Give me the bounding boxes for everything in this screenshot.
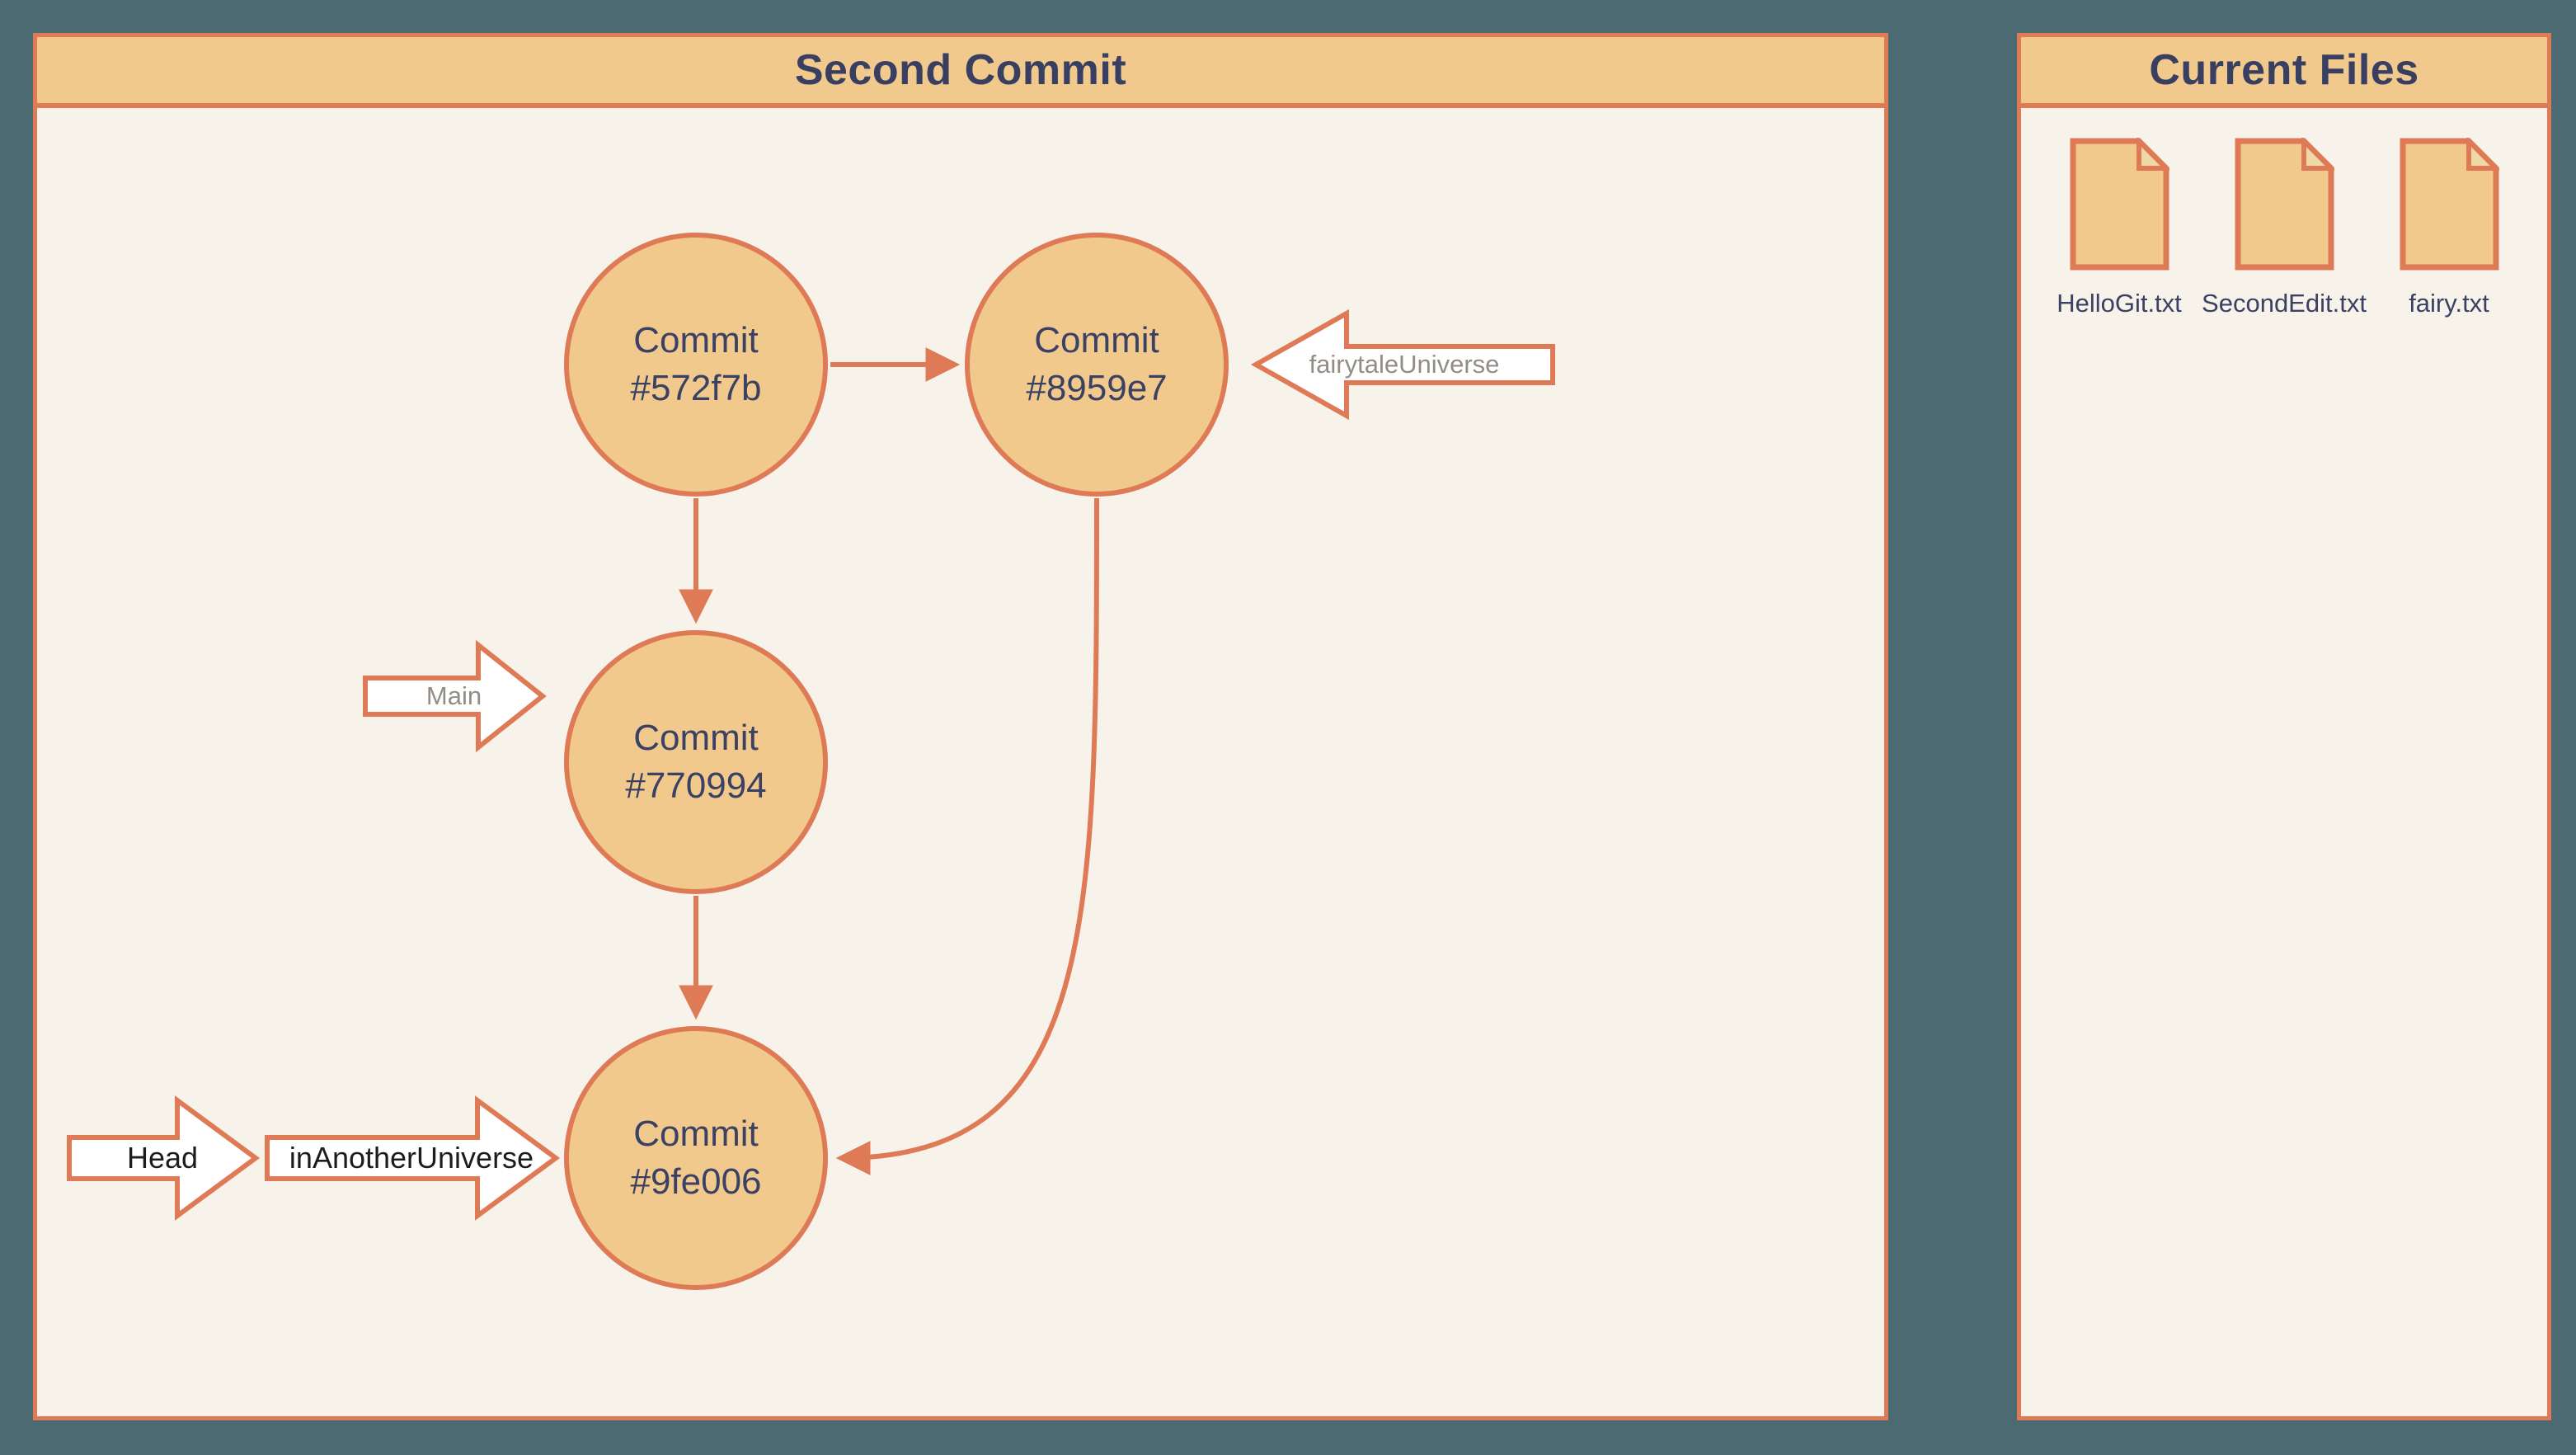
files-panel-header: Current Files [2021, 37, 2547, 108]
file-item: SecondEdit.txt [2202, 138, 2367, 318]
files-panel-title: Current Files [2149, 46, 2419, 94]
head-pointer: Head [67, 1095, 261, 1221]
file-item: fairy.txt [2367, 138, 2531, 318]
document-icon [2400, 138, 2499, 271]
commit-node-9fe006: Commit #9fe006 [564, 1026, 828, 1290]
file-name: fairy.txt [2409, 289, 2489, 318]
commit-node-8959e7: Commit #8959e7 [965, 233, 1229, 497]
commit-label: Commit [633, 718, 759, 758]
commit-label: Commit [633, 1114, 759, 1154]
commit-hash: #572f7b [630, 368, 762, 408]
files-row: HelloGit.txt SecondEdit.txt fairy.txt [2021, 138, 2547, 318]
commit-node-770994: Commit #770994 [564, 630, 828, 894]
branch-pointer-inanotheruniverse: inAnotherUniverse [265, 1095, 561, 1221]
right-block-arrow-icon [363, 639, 547, 753]
head-pointer-label: Head [126, 1141, 199, 1175]
branch-pointer-label: fairytaleUniverse [1309, 350, 1500, 379]
current-files-panel: Current Files HelloGit.txt SecondEdit.tx… [2017, 33, 2551, 1420]
graph-panel-header: Second Commit [37, 37, 1884, 108]
file-item: HelloGit.txt [2037, 138, 2202, 318]
file-name: SecondEdit.txt [2202, 289, 2367, 318]
commit-node-572f7b: Commit #572f7b [564, 233, 828, 497]
right-block-arrow-icon [67, 1095, 261, 1221]
branch-pointer-fairytaleuniverse: fairytaleUniverse [1250, 308, 1555, 421]
branch-pointer-label: Main [425, 681, 482, 710]
branch-pointer-label: inAnotherUniverse [289, 1141, 534, 1175]
commit-label: Commit [633, 320, 759, 360]
commit-hash: #8959e7 [1026, 368, 1168, 408]
file-name: HelloGit.txt [2057, 289, 2182, 318]
branch-pointer-main: Main [363, 639, 547, 753]
commit-hash: #9fe006 [630, 1161, 762, 1202]
right-block-arrow-icon [265, 1095, 561, 1221]
document-icon [2070, 138, 2169, 271]
commit-hash: #770994 [625, 765, 767, 806]
document-icon [2235, 138, 2334, 271]
commit-label: Commit [1034, 320, 1159, 360]
commit-graph-panel: Second Commit [33, 33, 1888, 1420]
graph-panel-title: Second Commit [794, 46, 1127, 94]
left-block-arrow-icon [1250, 308, 1555, 421]
